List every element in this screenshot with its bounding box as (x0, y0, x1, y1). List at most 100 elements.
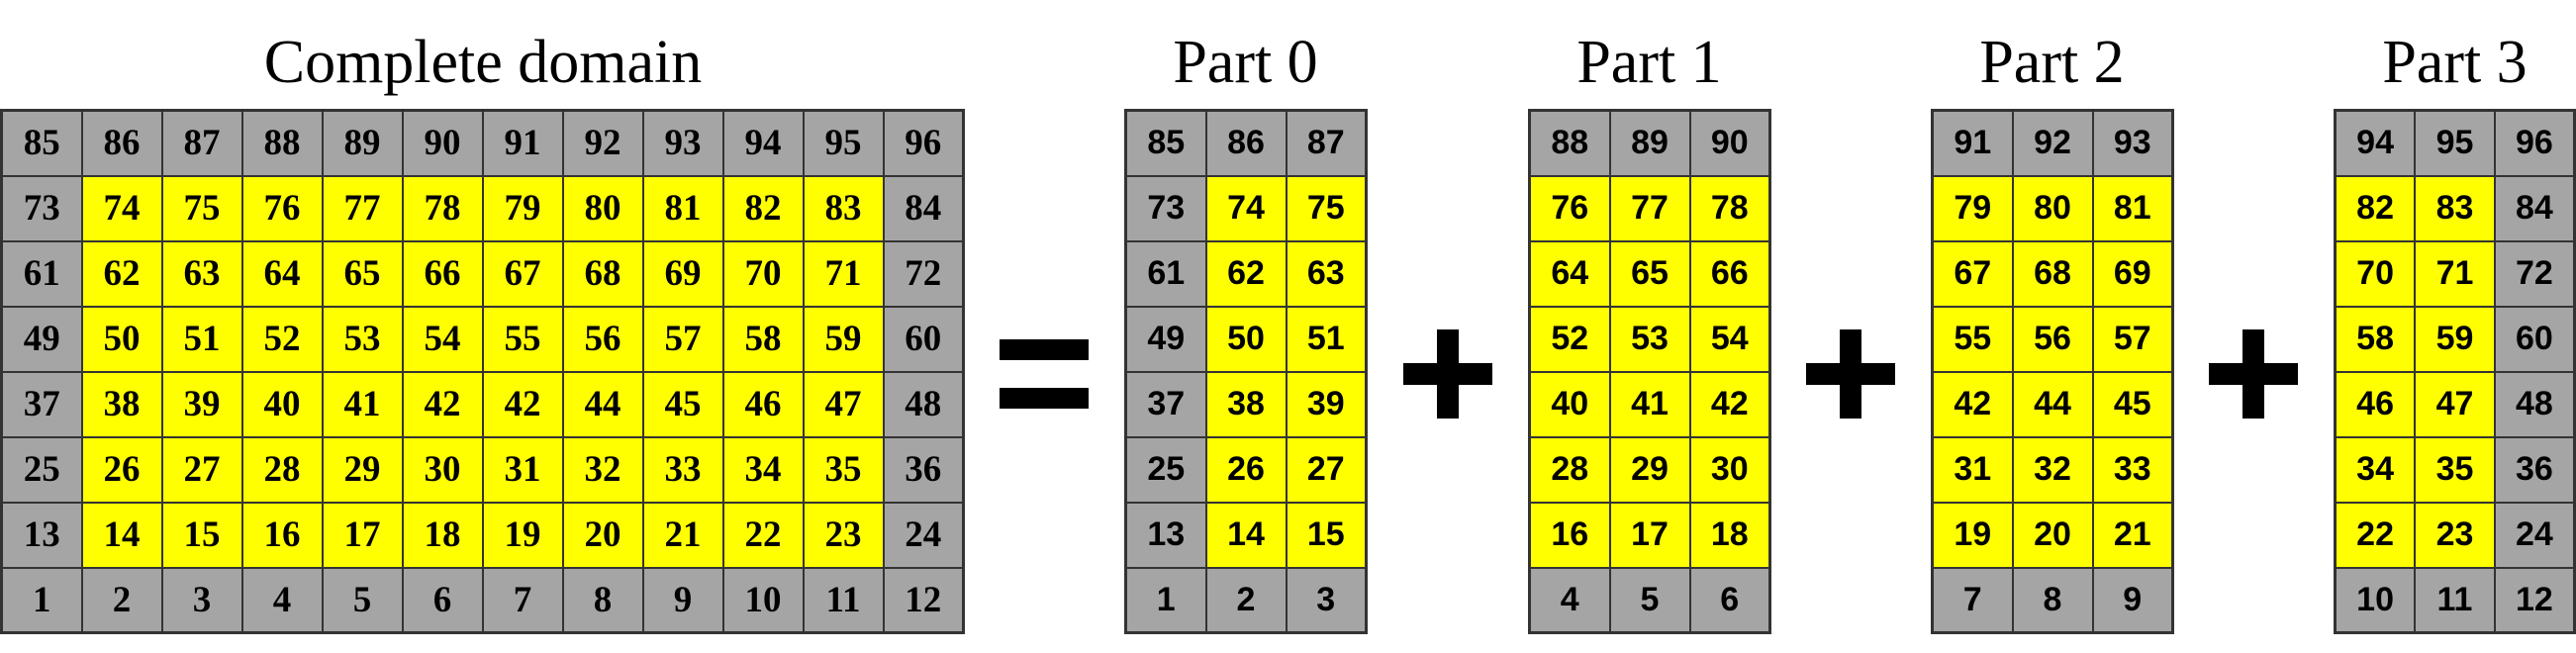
interior-cell: 78 (1688, 174, 1771, 242)
interior-cell: 51 (160, 305, 243, 373)
interior-cell: 47 (2414, 370, 2496, 438)
interior-cell: 14 (1204, 501, 1288, 569)
interior-cell: 56 (2011, 305, 2094, 373)
interior-cell: 41 (1608, 370, 1691, 438)
boundary-cell: 12 (882, 566, 965, 634)
boundary-cell: 61 (1124, 239, 1207, 308)
interior-cell: 79 (481, 174, 564, 242)
interior-cell: 30 (401, 435, 484, 504)
boundary-cell: 9 (2091, 566, 2174, 634)
interior-cell: 40 (1528, 370, 1611, 438)
boundary-cell: 90 (401, 109, 484, 177)
interior-cell: 39 (1285, 370, 1368, 438)
boundary-cell: 85 (1124, 109, 1207, 177)
part-0-title: Part 0 (1173, 29, 1318, 96)
interior-cell: 76 (1528, 174, 1611, 242)
boundary-cell: 3 (160, 566, 243, 634)
boundary-cell: 84 (882, 174, 965, 242)
boundary-cell: 8 (561, 566, 644, 634)
boundary-cell: 49 (0, 305, 83, 373)
interior-cell: 42 (1931, 370, 2014, 438)
boundary-cell: 37 (1124, 370, 1207, 438)
boundary-cell: 88 (240, 109, 324, 177)
boundary-cell: 48 (882, 370, 965, 438)
boundary-cell: 90 (1688, 109, 1771, 177)
plus-icon (2209, 329, 2298, 419)
boundary-cell: 4 (240, 566, 324, 634)
part-1-title: Part 1 (1576, 29, 1722, 96)
interior-cell: 46 (721, 370, 805, 438)
interior-cell: 26 (80, 435, 163, 504)
boundary-cell: 9 (641, 566, 724, 634)
interior-cell: 27 (160, 435, 243, 504)
interior-cell: 26 (1204, 435, 1288, 504)
interior-cell: 78 (401, 174, 484, 242)
boundary-cell: 86 (80, 109, 163, 177)
interior-cell: 30 (1688, 435, 1771, 504)
boundary-cell: 95 (2414, 109, 2496, 177)
interior-cell: 15 (1285, 501, 1368, 569)
interior-cell: 62 (1204, 239, 1288, 308)
interior-cell: 46 (2334, 370, 2417, 438)
interior-cell: 44 (2011, 370, 2094, 438)
interior-cell: 21 (641, 501, 724, 569)
interior-cell: 32 (2011, 435, 2094, 504)
interior-cell: 45 (641, 370, 724, 438)
interior-cell: 33 (641, 435, 724, 504)
interior-cell: 68 (2011, 239, 2094, 308)
interior-cell: 47 (802, 370, 885, 438)
interior-cell: 52 (240, 305, 324, 373)
boundary-cell: 84 (2493, 174, 2576, 242)
boundary-cell: 25 (1124, 435, 1207, 504)
interior-cell: 64 (1528, 239, 1611, 308)
boundary-cell: 92 (561, 109, 644, 177)
boundary-cell: 6 (1688, 566, 1771, 634)
interior-cell: 42 (401, 370, 484, 438)
interior-cell: 34 (721, 435, 805, 504)
plus-icon (1806, 329, 1895, 419)
interior-cell: 45 (2091, 370, 2174, 438)
interior-cell: 28 (1528, 435, 1611, 504)
interior-cell: 38 (1204, 370, 1288, 438)
interior-cell: 16 (240, 501, 324, 569)
interior-cell: 34 (2334, 435, 2417, 504)
boundary-cell: 85 (0, 109, 83, 177)
boundary-cell: 96 (2493, 109, 2576, 177)
boundary-cell: 10 (721, 566, 805, 634)
interior-cell: 83 (2414, 174, 2496, 242)
boundary-cell: 87 (160, 109, 243, 177)
boundary-cell: 49 (1124, 305, 1207, 373)
interior-cell: 29 (1608, 435, 1691, 504)
boundary-cell: 93 (641, 109, 724, 177)
interior-cell: 42 (481, 370, 564, 438)
interior-cell: 70 (2334, 239, 2417, 308)
interior-cell: 59 (802, 305, 885, 373)
interior-cell: 67 (481, 239, 564, 308)
interior-cell: 80 (2011, 174, 2094, 242)
interior-cell: 76 (240, 174, 324, 242)
interior-cell: 17 (321, 501, 404, 569)
complete-domain-title: Complete domain (263, 29, 703, 96)
interior-cell: 55 (481, 305, 564, 373)
interior-cell: 71 (2414, 239, 2496, 308)
